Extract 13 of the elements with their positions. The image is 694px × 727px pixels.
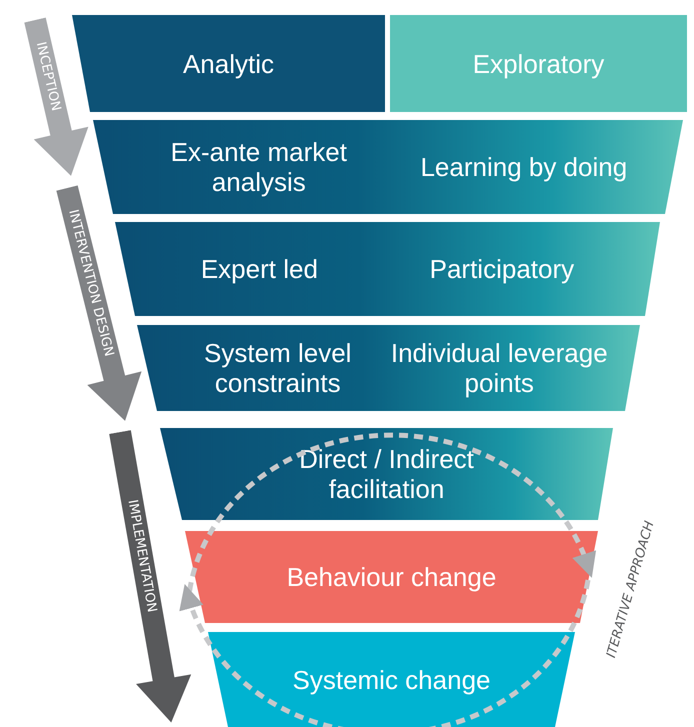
band-label: Direct / Indirect facilitation xyxy=(298,444,475,504)
band-label: Behaviour change xyxy=(286,562,496,592)
band-label: Expert led xyxy=(200,254,318,284)
band-label: Participatory xyxy=(430,254,574,284)
funnel-band xyxy=(390,15,687,112)
funnel-band xyxy=(72,15,385,112)
band-label: Learning by doing xyxy=(420,152,628,182)
band-label: Individual leverage points xyxy=(390,338,609,398)
band-label: System level constraints xyxy=(203,338,352,398)
band-label: Analytic xyxy=(182,48,274,78)
band-label: Exploratory xyxy=(472,48,604,78)
band-label: Systemic change xyxy=(292,664,490,694)
band-label: Ex-ante market analysis xyxy=(170,137,348,197)
